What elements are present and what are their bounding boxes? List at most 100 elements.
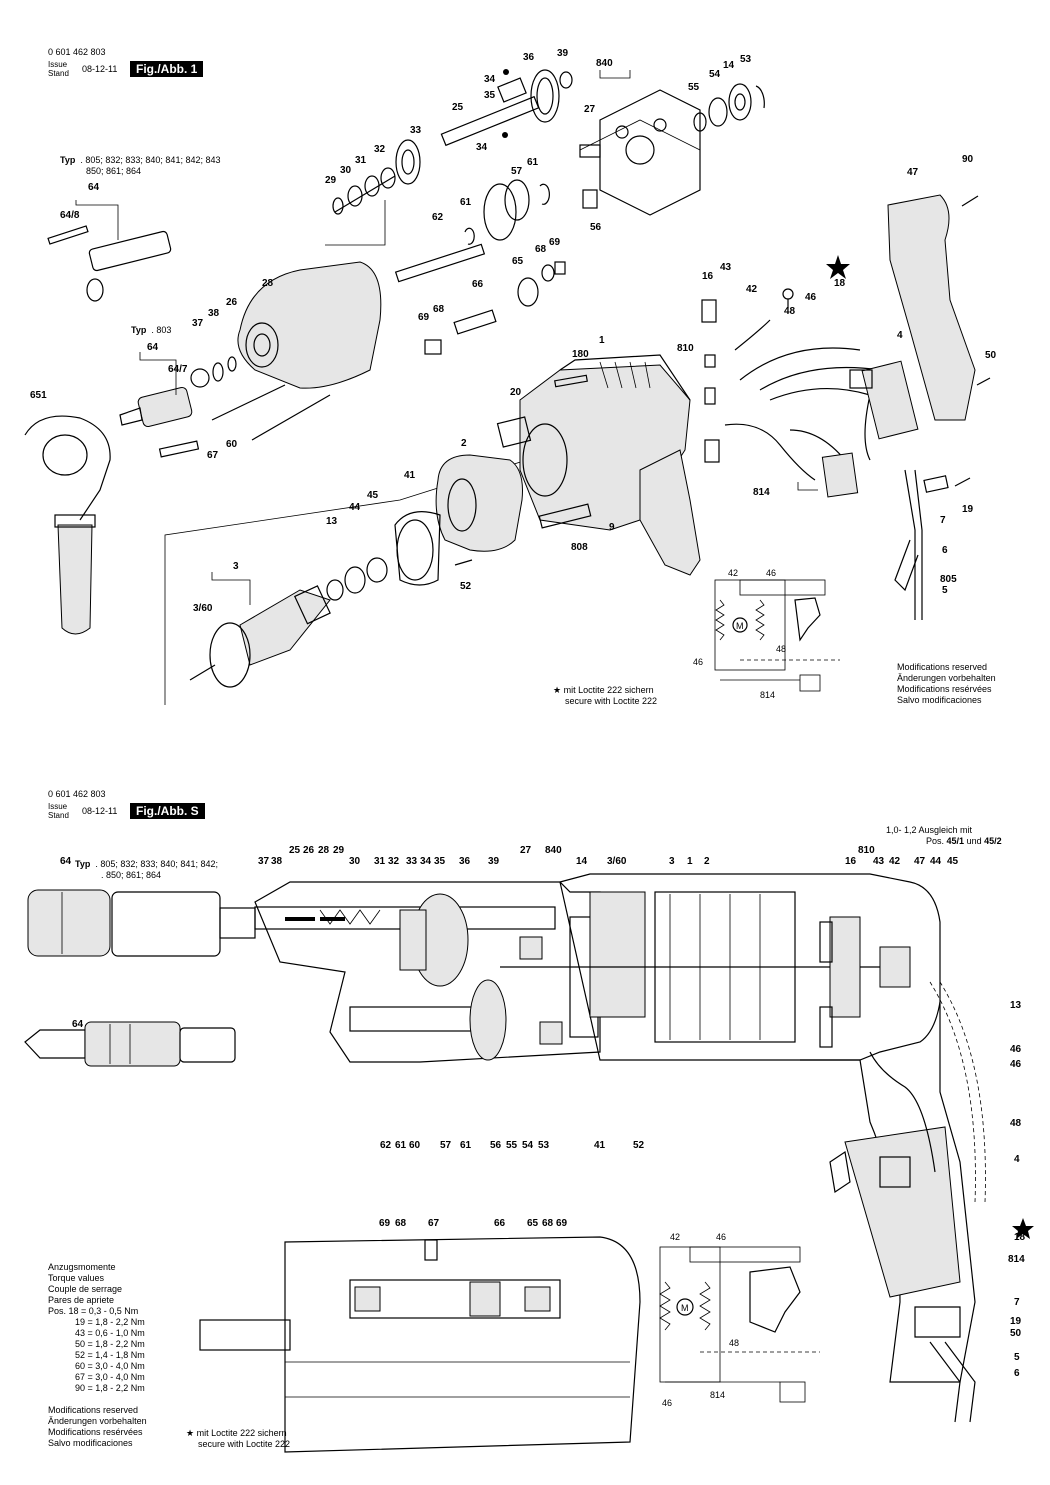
svg-text:66: 66 [494,1218,506,1229]
svg-text:62: 62 [380,1140,392,1151]
shaft-62 [394,227,486,283]
type-list-s: Typ . 805; 832; 833; 840; 841; 842; . 85… [75,859,218,880]
issue-date-s: 08-12-11 [82,806,118,816]
issue-date: 08-12-11 [82,64,118,74]
part-27: 27 [584,104,596,115]
part-48: 48 [784,306,796,317]
wiring-schematic [714,579,840,692]
wiring [739,288,881,461]
s-bottom-labels: 62 61 60 57 61 56 55 54 53 41 52 [380,1140,645,1151]
svg-text:6: 6 [1014,1368,1020,1379]
part-46: 46 [805,292,817,303]
bearings-right [693,83,765,132]
svg-text:29: 29 [333,845,345,856]
part-64: 64 [88,182,100,193]
part-90: 90 [962,154,974,165]
svg-text:4: 4 [1014,1154,1020,1165]
long-screws [211,384,331,441]
svg-text:5: 5 [1014,1352,1020,1363]
svg-text:48: 48 [1010,1118,1022,1129]
svg-text:60: 60 [409,1140,421,1151]
svg-text:68: 68 [542,1218,554,1229]
s-right-labels: 13 46 46 48 4 18 814 7 19 50 5 6 [1008,1000,1026,1379]
part-16: 16 [702,271,714,282]
spindle [440,77,540,147]
sds-adapter [47,225,172,302]
part-47: 47 [907,167,919,178]
part-840: 840 [596,58,613,69]
svg-text:30: 30 [349,856,361,867]
svg-text:65: 65 [527,1218,539,1229]
part-69: 69 [549,237,561,248]
svg-text:39: 39 [488,856,500,867]
part-18: 18 [834,278,846,289]
s-schematic-42: 42 [670,1232,680,1242]
svg-text:19: 19 [1010,1316,1022,1327]
part-56: 56 [590,222,602,233]
part-45: 45 [367,490,379,501]
svg-text:2: 2 [704,856,710,867]
schematic-42: 42 [728,568,738,578]
loctite-note-s: ★ mit Loctite 222 sichern secure with Lo… [186,1428,291,1449]
part-65: 65 [512,256,524,267]
svg-text:26: 26 [303,845,315,856]
handle-shell [887,194,976,421]
svg-text:56: 56 [490,1140,502,1151]
s-schematic-48: 48 [729,1338,739,1348]
part-43: 43 [720,262,732,273]
part-3: 3 [233,561,239,572]
chuck-section [24,1021,236,1067]
part-32: 32 [374,144,386,155]
part-34: 34 [484,74,496,85]
svg-text:33: 33 [406,856,418,867]
part-808: 808 [571,542,588,553]
part-60: 60 [226,439,238,450]
svg-text:61: 61 [395,1140,407,1151]
s-part-64: 64 [60,856,72,867]
figure-tag-s: Fig./Abb. S [130,803,205,819]
gear-33 [332,139,421,215]
armature [189,585,331,688]
svg-text:3/60: 3/60 [607,856,627,867]
svg-text:67: 67 [428,1218,440,1229]
part-39: 39 [557,48,569,59]
svg-text:57: 57 [440,1140,452,1151]
s-schematic-814: 814 [710,1390,725,1400]
s-part-64b: 64 [72,1019,84,1030]
part-67: 67 [207,450,219,461]
part-29: 29 [325,175,337,186]
part-53: 53 [740,54,752,65]
part-1: 1 [599,335,605,346]
part-68: 68 [535,244,547,255]
part-180: 180 [572,349,589,360]
fan-baffle [394,511,441,586]
part-54: 54 [709,69,721,80]
svg-text:16: 16 [845,856,857,867]
gear-36 [530,69,573,123]
part-68b: 68 [433,304,445,315]
svg-text:27: 27 [520,845,532,856]
svg-text:44: 44 [930,856,942,867]
svg-text:840: 840 [545,845,562,856]
svg-text:41: 41 [594,1140,606,1151]
schematic-46: 46 [766,568,776,578]
small-gears [424,261,566,355]
svg-text:810: 810 [858,845,875,856]
part-64-7: 64/7 [168,364,188,375]
svg-text:69: 69 [556,1218,568,1229]
svg-text:7: 7 [1014,1297,1020,1308]
part-651: 651 [30,390,47,401]
part-26: 26 [226,297,238,308]
figure-tag: Fig./Abb. 1 [130,61,204,77]
svg-text:46: 46 [1010,1044,1022,1055]
type-list: Typ . 805; 832; 833; 840; 841; 842; 843 … [60,155,221,176]
type-803: Typ . 803 [131,325,172,335]
part-814: 814 [753,487,770,498]
part-13: 13 [326,516,338,527]
svg-text:45: 45 [947,856,959,867]
